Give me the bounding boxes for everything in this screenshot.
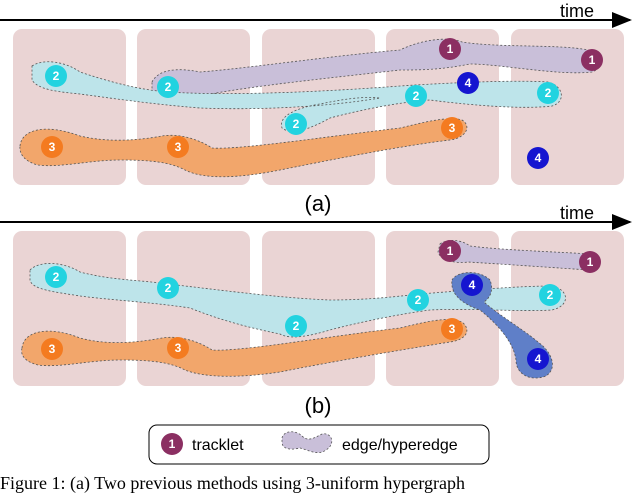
svg-text:3: 3 bbox=[175, 140, 182, 154]
hyperedge-track2 bbox=[31, 61, 562, 132]
svg-text:1: 1 bbox=[447, 244, 454, 258]
caption-text: (a) Two previous methods using 3-uniform… bbox=[70, 473, 466, 493]
node-tracklet-1: 1 bbox=[439, 38, 461, 60]
svg-text:2: 2 bbox=[293, 319, 300, 333]
node-tracklet-3: 3 bbox=[167, 136, 189, 158]
svg-text:4: 4 bbox=[535, 352, 542, 366]
node-tracklet-2: 2 bbox=[45, 266, 67, 288]
node-tracklet-2: 2 bbox=[285, 315, 307, 337]
hyperedge-track2 bbox=[29, 263, 566, 338]
hyperedge-track1 bbox=[151, 38, 601, 100]
svg-text:1: 1 bbox=[447, 42, 454, 56]
node-tracklet-4: 4 bbox=[527, 348, 549, 370]
hyperedge-track4 bbox=[451, 272, 553, 379]
time-axis-label: time bbox=[560, 203, 594, 223]
svg-text:2: 2 bbox=[165, 80, 172, 94]
node-tracklet-2: 2 bbox=[45, 65, 67, 87]
svg-text:2: 2 bbox=[415, 293, 422, 307]
svg-text:4: 4 bbox=[465, 76, 472, 90]
node-tracklet-4: 4 bbox=[461, 274, 483, 296]
node-tracklet-3: 3 bbox=[41, 136, 63, 158]
node-tracklet-1: 1 bbox=[439, 240, 461, 262]
figure-caption: Figure 1: (a) Two previous methods using… bbox=[0, 473, 640, 494]
svg-text:2: 2 bbox=[413, 89, 420, 103]
time-axis-label: time bbox=[560, 1, 594, 21]
svg-text:2: 2 bbox=[53, 69, 60, 83]
panel-b-label: (b) bbox=[305, 393, 332, 418]
svg-text:1: 1 bbox=[587, 255, 594, 269]
svg-text:2: 2 bbox=[547, 288, 554, 302]
node-tracklet-2: 2 bbox=[157, 277, 179, 299]
hyperedge-track1 bbox=[437, 240, 599, 271]
caption-figure-number: Figure 1: bbox=[0, 473, 66, 493]
node-tracklet-3: 3 bbox=[441, 117, 463, 139]
hyperedge-track3 bbox=[21, 319, 468, 377]
node-tracklet-3: 3 bbox=[167, 337, 189, 359]
svg-text:3: 3 bbox=[449, 121, 456, 135]
nodes-b: 1 1 2 2 2 2 2 3 3 bbox=[41, 240, 601, 370]
node-tracklet-2: 2 bbox=[407, 289, 429, 311]
node-tracklet-1: 1 bbox=[581, 49, 603, 71]
node-tracklet-4: 4 bbox=[457, 72, 479, 94]
node-tracklet-2: 2 bbox=[537, 82, 559, 104]
legend-tracklet-label: tracklet bbox=[192, 437, 244, 454]
hyperedge-track3 bbox=[19, 118, 468, 178]
svg-text:1: 1 bbox=[589, 53, 596, 67]
svg-text:3: 3 bbox=[49, 140, 56, 154]
node-tracklet-3: 3 bbox=[41, 338, 63, 360]
node-tracklet-2: 2 bbox=[285, 113, 307, 135]
node-tracklet-2: 2 bbox=[405, 85, 427, 107]
svg-text:3: 3 bbox=[49, 342, 56, 356]
svg-text:2: 2 bbox=[545, 86, 552, 100]
node-tracklet-4: 4 bbox=[527, 147, 549, 169]
svg-text:2: 2 bbox=[53, 270, 60, 284]
svg-text:3: 3 bbox=[175, 341, 182, 355]
legend-edge-label: edge/hyperedge bbox=[342, 437, 458, 454]
svg-text:3: 3 bbox=[449, 322, 456, 336]
panel-a: time 1 1 2 2 2 bbox=[0, 1, 632, 216]
panel-b: time 1 1 2 2 2 bbox=[0, 203, 632, 418]
node-tracklet-2: 2 bbox=[157, 76, 179, 98]
svg-text:2: 2 bbox=[165, 281, 172, 295]
svg-text:2: 2 bbox=[293, 117, 300, 131]
panel-a-label: (a) bbox=[305, 191, 332, 216]
svg-text:4: 4 bbox=[469, 278, 476, 292]
svg-text:4: 4 bbox=[535, 151, 542, 165]
legend-edge-swatch bbox=[281, 431, 333, 453]
nodes-a: 1 1 2 2 2 2 2 3 3 bbox=[41, 38, 603, 169]
legend: 1 tracklet edge/hyperedge bbox=[148, 424, 490, 465]
node-tracklet-1: 1 bbox=[579, 251, 601, 273]
legend-tracklet-node: 1 bbox=[161, 433, 183, 455]
svg-text:1: 1 bbox=[169, 437, 176, 451]
node-tracklet-2: 2 bbox=[539, 284, 561, 306]
node-tracklet-3: 3 bbox=[441, 318, 463, 340]
